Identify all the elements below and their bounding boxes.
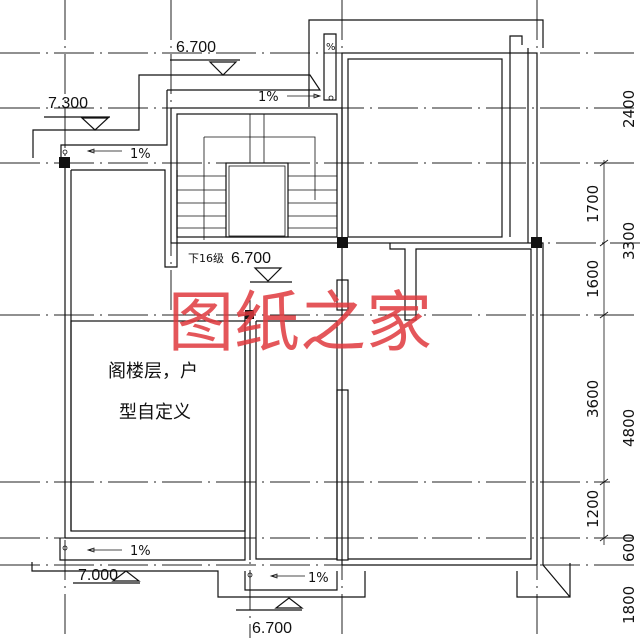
dim-4800: 4800 bbox=[620, 409, 638, 447]
slope-vertical: % bbox=[326, 42, 336, 53]
room-label-line-2: 型自定义 bbox=[119, 402, 191, 423]
slope-lower-left: 1% bbox=[130, 544, 151, 559]
dim-600: 600 bbox=[620, 533, 638, 562]
room-label-line-1: 阁楼层，户 bbox=[108, 361, 198, 382]
elevation-stair: 6.700 bbox=[231, 250, 271, 267]
dim-1800: 1800 bbox=[620, 586, 638, 624]
slope-top: 1% bbox=[258, 90, 279, 105]
elevation-top: 6.700 bbox=[176, 39, 216, 56]
dimension-texts: 1700 1600 3600 1200 2400 3300 4800 600 1… bbox=[584, 90, 638, 624]
slope-arrow bbox=[269, 573, 305, 579]
dim-2400: 2400 bbox=[620, 90, 638, 128]
slope-upper-left: 1% bbox=[130, 147, 151, 162]
elevation-lower-left: 7.000 bbox=[78, 567, 118, 584]
elevation-upper-left: 7.300 bbox=[48, 95, 88, 112]
slope-arrow bbox=[86, 547, 122, 553]
dim-3600: 3600 bbox=[584, 380, 602, 418]
walls bbox=[31, 19, 571, 598]
dim-1600: 1600 bbox=[584, 260, 602, 298]
slope-arrow bbox=[86, 148, 122, 154]
watermark: 图纸之家 bbox=[168, 284, 432, 361]
dim-1200: 1200 bbox=[584, 490, 602, 528]
dim-3300: 3300 bbox=[620, 222, 638, 260]
slope-arrow bbox=[287, 93, 322, 99]
stair-treads bbox=[177, 175, 337, 229]
stair-note: 下16级 bbox=[188, 252, 224, 265]
slope-bottom: 1% bbox=[308, 571, 329, 586]
elevation-bottom: 6.700 bbox=[252, 620, 292, 637]
dim-1700: 1700 bbox=[584, 185, 602, 223]
dimension-lines bbox=[599, 159, 609, 545]
elevation-markers bbox=[44, 59, 304, 611]
